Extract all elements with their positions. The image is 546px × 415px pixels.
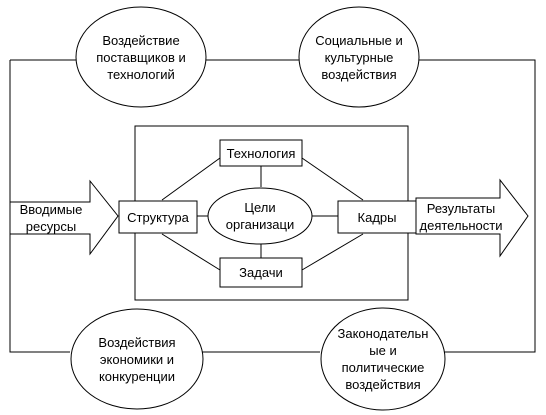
box-people [337,200,417,234]
suppliers-influence-label: Воздействие поставщиков и технологий [96,32,186,82]
line-technology-structure [161,157,221,201]
ellipse-suppliers [75,6,207,108]
goals-label: Цели организаци [225,200,295,232]
box-structure [118,200,198,234]
tasks-label: Задачи [239,265,283,280]
output-results-label: Результаты деятельности [419,201,503,233]
ellipse-goals [207,187,313,245]
ellipse-social [298,6,420,108]
economy-influence-label: Воздействия экономики и конкуренции [98,334,176,384]
input-resources-label: Вводимые ресурсы [19,202,83,234]
output-arrow [415,178,529,258]
ellipse-legal [320,307,446,411]
legal-influence-label: Законодательн ые и политические воздейст… [337,326,429,392]
line-tasks-structure [161,233,221,271]
line-technology-people [301,157,364,201]
social-influence-label: Социальные и культурные воздействия [315,32,403,82]
box-technology [219,139,303,167]
input-arrow [9,179,119,256]
ellipse-economy [70,308,204,410]
structure-label: Структура [127,209,189,225]
outer-frame [9,59,536,353]
box-tasks [219,257,303,288]
line-tasks-people [301,233,364,271]
technology-label: Технология [226,145,296,161]
people-label: Кадры [357,209,397,225]
